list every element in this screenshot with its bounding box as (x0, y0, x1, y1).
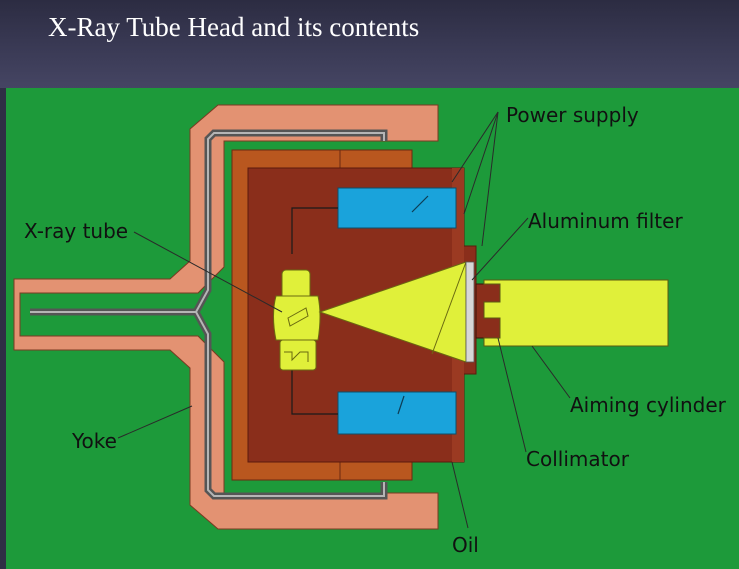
aiming-cylinder (483, 279, 669, 347)
label-aluminum-filter: Aluminum filter (528, 209, 683, 233)
wire-bottom (291, 368, 338, 415)
wire-top (291, 207, 338, 254)
beam-edge (431, 261, 467, 355)
transformer-bottom-mark (397, 395, 405, 415)
yoke-cable-core (30, 132, 385, 497)
label-aiming-cylinder: Aiming cylinder (570, 393, 727, 417)
label-collimator: Collimator (526, 447, 630, 471)
aluminum-filter (465, 261, 475, 363)
slide-title: X-Ray Tube Head and its contents (48, 12, 420, 42)
label-yoke: Yoke (71, 429, 117, 453)
transformer-bottom (337, 391, 457, 435)
yoke (13, 104, 439, 530)
label-oil: Oil (452, 533, 479, 557)
label-xray-tube: X-ray tube (24, 219, 128, 243)
leader-lines (117, 111, 571, 529)
label-power-supply: Power supply (506, 103, 639, 127)
transformer-top-mark (411, 195, 429, 213)
title-bar: X-Ray Tube Head and its contents (0, 0, 739, 88)
xray-tube (273, 269, 321, 371)
transformer-top (337, 187, 457, 229)
